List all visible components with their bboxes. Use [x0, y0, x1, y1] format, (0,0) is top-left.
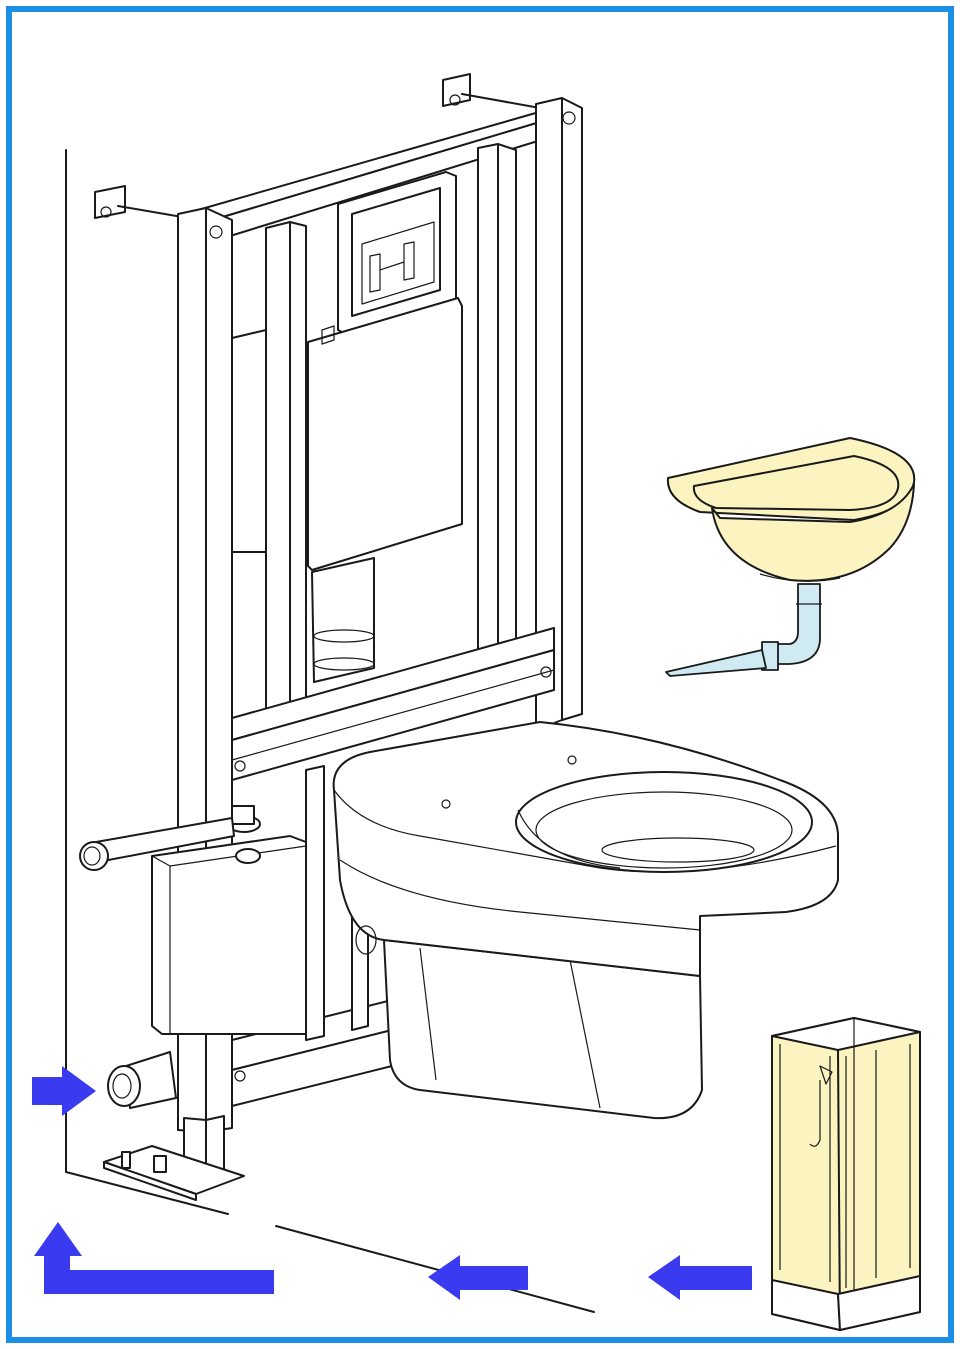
- cistern-icon: [231, 297, 463, 683]
- flow-arrows: [32, 1066, 752, 1300]
- discharge-arrow-icon: [34, 1222, 274, 1294]
- flow-arrow-icon: [648, 1255, 752, 1300]
- flow-arrow-icon: [32, 1066, 96, 1116]
- frame-border: [6, 6, 954, 1343]
- wall-icon: [65, 149, 595, 1313]
- shower-cabin-icon: [771, 1017, 921, 1331]
- flow-arrow-icon: [428, 1255, 528, 1300]
- macerator-pump-icon: [79, 805, 307, 1109]
- wall-hung-toilet-icon: [332, 721, 839, 1120]
- washbasin-icon: [665, 437, 916, 677]
- wall-frame-icon: [94, 73, 583, 1201]
